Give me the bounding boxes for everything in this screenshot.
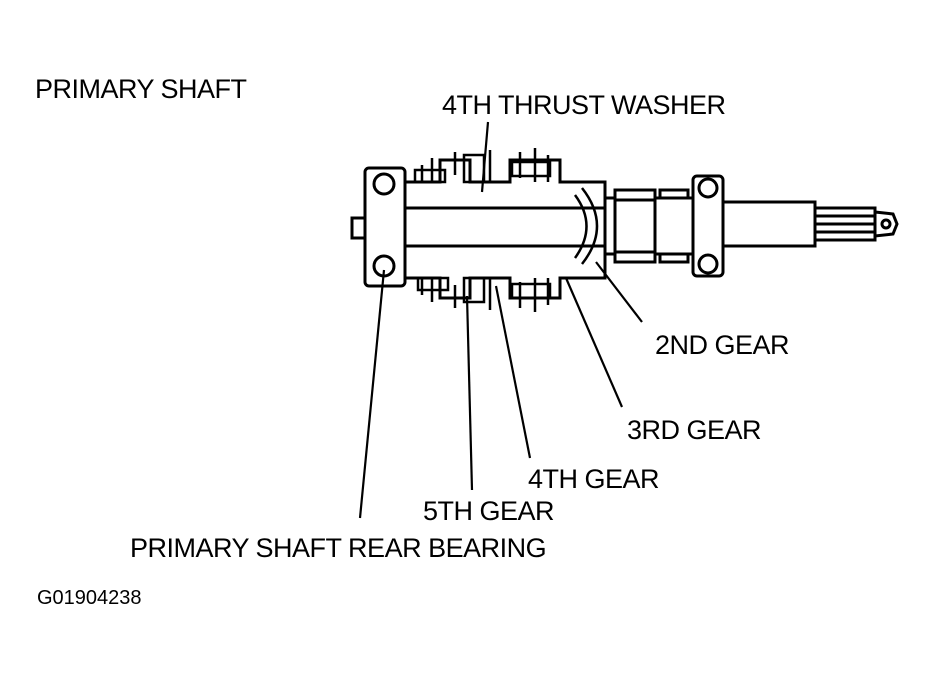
leader-lines	[358, 121, 643, 519]
label-4th-thrust-washer: 4TH THRUST WASHER	[442, 90, 726, 120]
leader-4th-thrust-washer	[480, 121, 490, 193]
gear-teeth	[413, 148, 552, 312]
rear-bearing	[363, 166, 407, 288]
diagram-title: PRIMARY SHAFT	[35, 74, 247, 104]
figure-id: G01904238	[37, 587, 142, 609]
shaft-front-end	[721, 200, 899, 248]
leader-rear-bearing	[358, 269, 386, 519]
label-5th-gear: 5TH GEAR	[423, 496, 555, 526]
leader-2nd-gear	[595, 261, 643, 323]
leader-4th-gear	[494, 285, 532, 459]
shaft-extension	[603, 188, 695, 264]
inner-arcs	[573, 187, 599, 265]
leader-5th-gear	[465, 295, 474, 491]
label-3rd-gear: 3RD GEAR	[627, 415, 762, 445]
label-rear-bearing: PRIMARY SHAFT REAR BEARING	[130, 533, 547, 563]
label-4th-gear: 4TH GEAR	[528, 464, 660, 494]
label-2nd-gear: 2ND GEAR	[655, 330, 790, 360]
leader-3rd-gear	[564, 277, 624, 408]
front-bearing	[691, 174, 725, 278]
